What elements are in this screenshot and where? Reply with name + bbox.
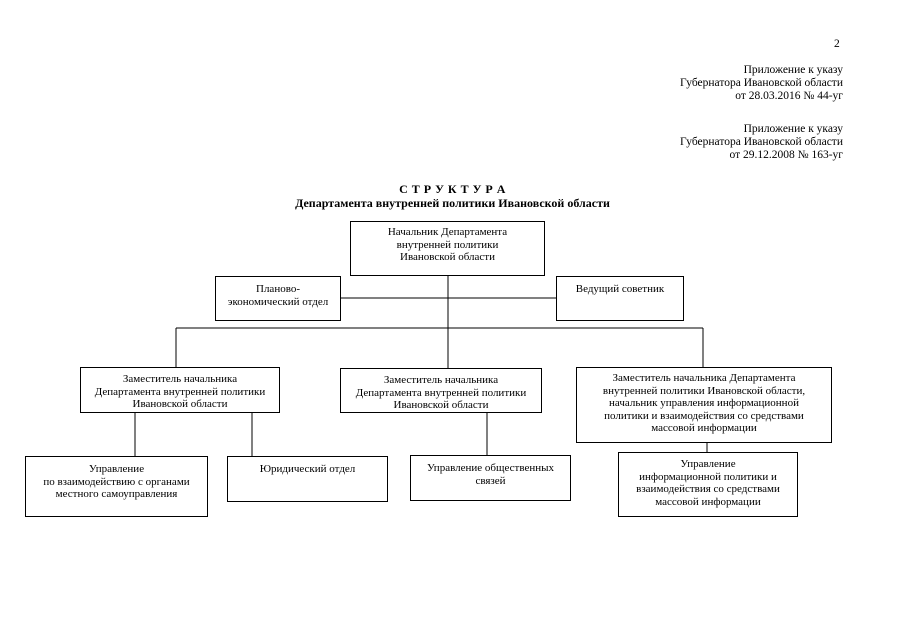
header-block-2: Приложение к указу Губернатора Ивановско… [680, 123, 843, 162]
page-number: 2 [834, 38, 840, 50]
box-line: информационной политики и [639, 470, 777, 483]
box-line: взаимодействия со средствами [636, 483, 780, 495]
box-department-head: Начальник Департамента внутренней полити… [350, 221, 545, 276]
box-line: внутренней политики Ивановской области, [602, 384, 806, 397]
box-line: Управление [680, 458, 736, 470]
header-line: Губернатора Ивановской области [680, 136, 843, 148]
box-deputy-3: Заместитель начальника Департамента внут… [576, 367, 832, 443]
box-legal-dept: Юридический отдел [227, 456, 388, 502]
box-line: Начальник Департамента [387, 226, 508, 238]
box-line: Заместитель начальника Департамента [612, 372, 796, 384]
box-line: Планово- [256, 283, 300, 295]
box-line: Заместитель начальника [122, 373, 238, 385]
box-line: Заместитель начальника [383, 374, 499, 386]
box-public-relations-dept: Управление общественных связей [410, 455, 571, 501]
box-line: Управление общественных [426, 462, 554, 474]
box-line: Департамента внутренней политики [94, 385, 266, 398]
box-line: внутренней политики [396, 238, 499, 251]
header-line: Приложение к указу [743, 64, 843, 76]
box-line: политики и взаимодействия со средствами [604, 409, 804, 422]
box-line: Ивановской области [132, 398, 228, 410]
header-line: Губернатора Ивановской области [680, 77, 843, 89]
box-line: массовой информации [655, 495, 761, 508]
box-line: Управление [88, 463, 145, 475]
box-lead-advisor: Ведущий советник [556, 276, 684, 321]
box-planning-dept: Планово- экономический отдел [215, 276, 341, 321]
box-line: массовой информации [651, 422, 757, 434]
box-line: Ивановской области [393, 399, 489, 411]
document-subtitle: Департамента внутренней политики Ивановс… [295, 196, 610, 210]
box-line: Ивановской области [400, 251, 495, 263]
header-line: Приложение к указу [743, 123, 843, 135]
box-line: связей [475, 474, 506, 487]
document-title: С Т Р У К Т У Р А [399, 182, 506, 196]
box-deputy-1: Заместитель начальника Департамента внут… [80, 367, 280, 413]
header-line: от 29.12.2008 № 163-уг [729, 149, 843, 161]
box-line: экономический отдел [227, 295, 329, 308]
box-line: Юридический отдел [259, 463, 356, 475]
box-local-government-dept: Управление по взаимодействию с органами … [25, 456, 208, 517]
box-line: начальник управления информационной [609, 397, 799, 409]
box-info-policy-dept: Управление информационной политики и вза… [618, 452, 798, 517]
box-line: Ведущий советник [575, 283, 665, 295]
header-block-1: Приложение к указу Губернатора Ивановско… [680, 64, 843, 103]
box-line: Департамента внутренней политики [355, 386, 527, 399]
box-line: по взаимодействию с органами [43, 475, 190, 488]
header-line: от 28.03.2016 № 44-уг [735, 90, 843, 102]
box-deputy-2: Заместитель начальника Департамента внут… [340, 368, 542, 413]
box-line: местного самоуправления [55, 488, 178, 500]
